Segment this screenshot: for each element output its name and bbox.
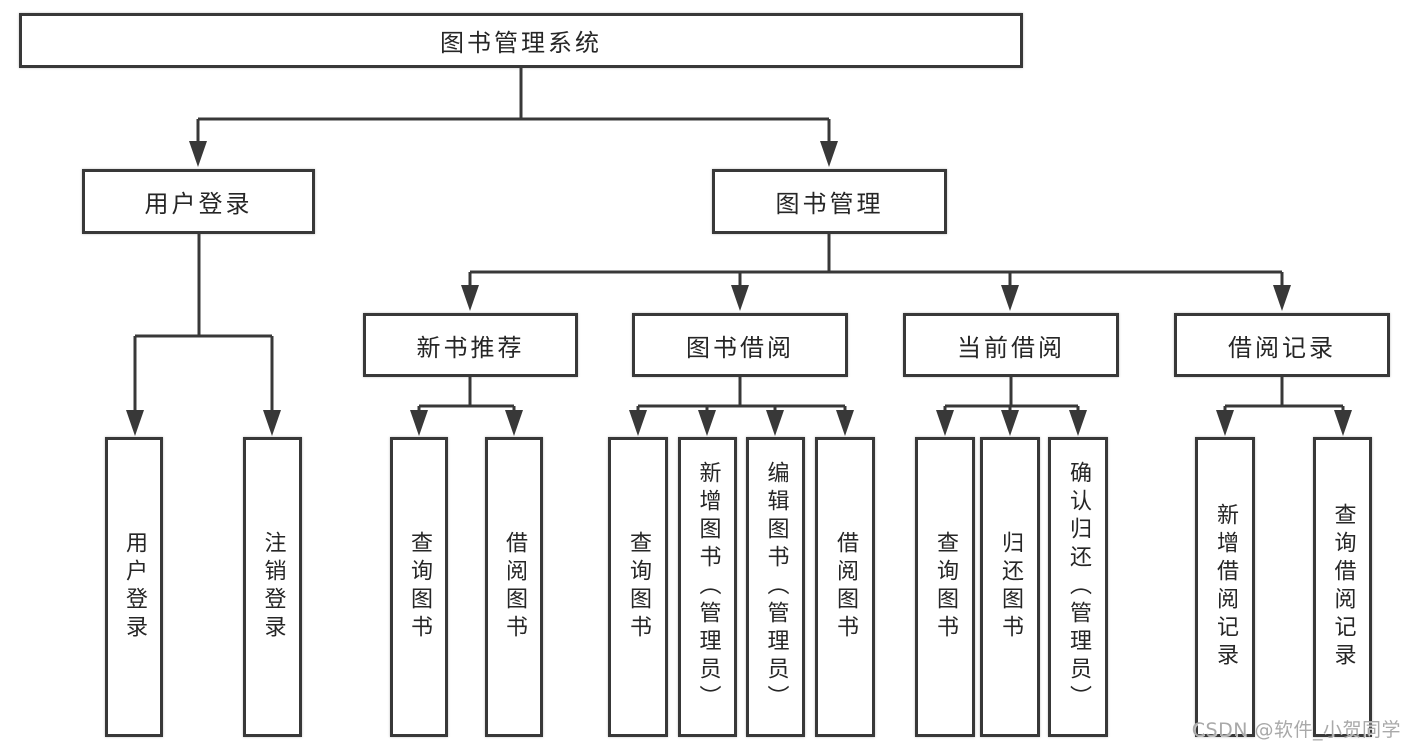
leaf-borrow-add-books-admin: 新增图书（管理员）: [678, 437, 737, 737]
node-book-borrow: 图书借阅: [632, 313, 848, 377]
connector-book-borrow-children: [636, 377, 847, 414]
leaf-user-login: 用户登录: [105, 437, 163, 737]
arrowhead: [461, 285, 479, 311]
connector-borrow-records-children: [1223, 377, 1345, 414]
node-book-management: 图书管理: [712, 169, 947, 234]
leaf-current-return-books: 归还图书: [980, 437, 1040, 737]
arrowhead: [820, 141, 838, 167]
arrowhead: [731, 285, 749, 311]
arrowhead: [836, 410, 854, 436]
arrowhead: [1216, 410, 1234, 436]
connector-current-borrow-children: [943, 377, 1080, 414]
arrowhead: [1334, 410, 1352, 436]
arrowhead: [698, 410, 716, 436]
arrowhead: [505, 410, 523, 436]
leaf-borrow-borrow-books: 借阅图书: [815, 437, 875, 737]
leaf-records-add-borrow-record: 新增借阅记录: [1195, 437, 1255, 737]
node-user-login: 用户登录: [82, 169, 315, 234]
connector-root-to-level2: [196, 68, 831, 144]
arrowhead: [1069, 410, 1087, 436]
leaf-current-confirm-return-admin: 确认归还（管理员）: [1048, 437, 1108, 737]
node-new-book-recommend: 新书推荐: [363, 313, 578, 377]
arrowhead: [1273, 285, 1291, 311]
node-root-library-system: 图书管理系统: [19, 13, 1023, 68]
csdn-watermark: CSDN @软件_小贺同学: [1191, 719, 1401, 741]
arrowhead: [189, 141, 207, 167]
arrowhead: [126, 410, 144, 436]
connector-book-management-children: [468, 234, 1284, 289]
connector-new-book-children: [417, 377, 516, 414]
leaf-records-query-borrow-record: 查询借阅记录: [1313, 437, 1372, 737]
arrowhead: [263, 410, 281, 436]
arrowhead: [766, 410, 784, 436]
arrowhead: [936, 410, 954, 436]
arrowhead: [629, 410, 647, 436]
leaf-logout-login: 注销登录: [243, 437, 302, 737]
arrowhead: [1001, 285, 1019, 311]
connector-user-login-children: [133, 233, 274, 414]
leaf-recommend-query-books: 查询图书: [390, 437, 448, 737]
leaf-borrow-query-books: 查询图书: [608, 437, 668, 737]
node-borrow-records: 借阅记录: [1174, 313, 1390, 377]
leaf-borrow-edit-books-admin: 编辑图书（管理员）: [746, 437, 805, 737]
node-current-borrow: 当前借阅: [903, 313, 1119, 377]
arrowhead: [1001, 410, 1019, 436]
arrowhead: [410, 410, 428, 436]
leaf-current-query-books: 查询图书: [915, 437, 975, 737]
arrowheads: [126, 141, 1352, 436]
leaf-recommend-borrow-books: 借阅图书: [485, 437, 543, 737]
